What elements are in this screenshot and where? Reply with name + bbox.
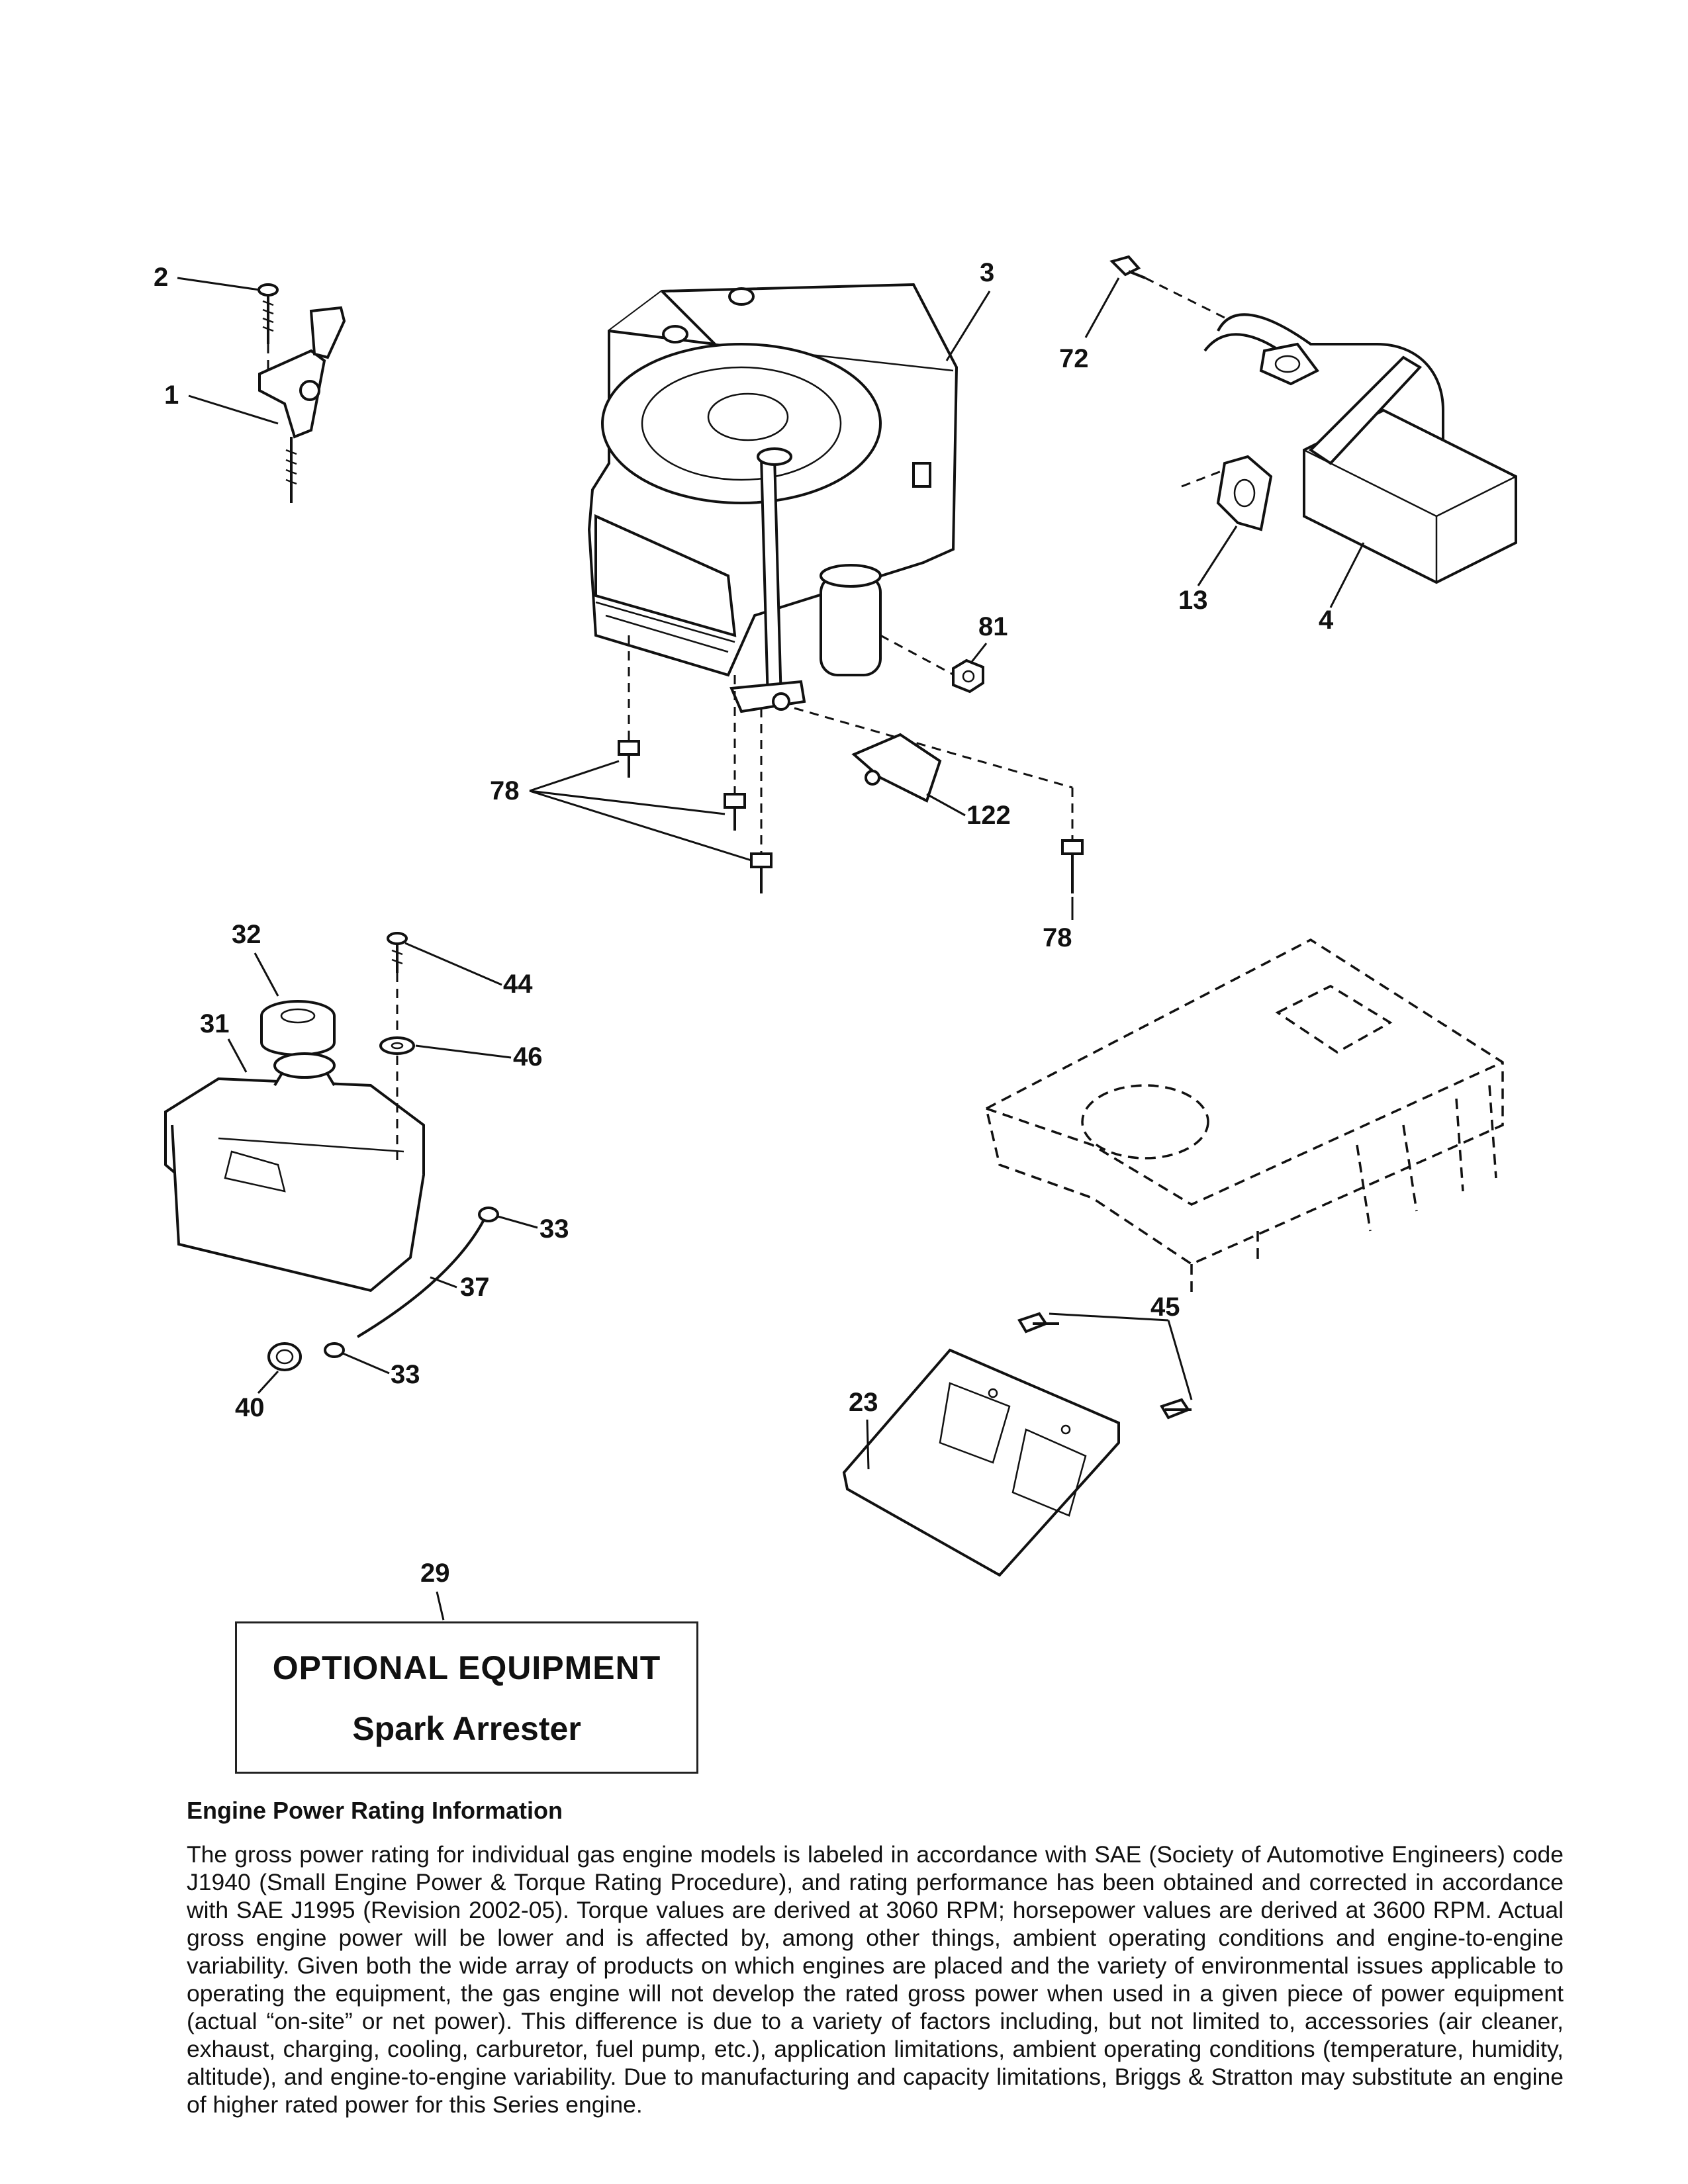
callout-31: 31 bbox=[200, 1009, 230, 1038]
throttle-control-part-1 bbox=[258, 306, 346, 503]
fuel-tank-part-31 bbox=[164, 1052, 425, 1293]
frame-reference bbox=[984, 938, 1504, 1297]
optional-equipment-box: OPTIONAL EQUIPMENT Spark Arrester bbox=[235, 1621, 698, 1774]
engine-power-info: Engine Power Rating Information The gros… bbox=[187, 1797, 1564, 2118]
callout-33-lower: 33 bbox=[391, 1360, 420, 1389]
screw-part-2 bbox=[258, 283, 279, 371]
bolts-part-45 bbox=[1017, 1312, 1192, 1420]
plate-part-23 bbox=[842, 1348, 1120, 1577]
bracket-part-122 bbox=[851, 733, 942, 803]
clamp-part-33-lower bbox=[324, 1342, 345, 1358]
parts-diagram: 2 1 3 81 122 bbox=[154, 255, 1517, 1621]
callout-78-right: 78 bbox=[1043, 923, 1072, 952]
fuel-cap-part-32 bbox=[260, 1000, 336, 1056]
callout-78-left: 78 bbox=[490, 776, 520, 805]
gasket-part-13 bbox=[1181, 455, 1273, 531]
optional-equipment-title: OPTIONAL EQUIPMENT bbox=[272, 1649, 661, 1686]
callout-1: 1 bbox=[164, 381, 179, 410]
callout-13: 13 bbox=[1178, 586, 1208, 615]
clamp-part-33-upper bbox=[478, 1206, 499, 1222]
fuel-line-part-37 bbox=[356, 1220, 485, 1338]
bolts-part-78 bbox=[618, 740, 1084, 893]
spark-arrester-label: Spark Arrester bbox=[352, 1710, 581, 1747]
bushing-part-40 bbox=[267, 1342, 302, 1371]
engine-part-3 bbox=[587, 283, 1074, 854]
callout-33-upper: 33 bbox=[539, 1214, 569, 1244]
callout-72: 72 bbox=[1059, 344, 1089, 373]
callout-44: 44 bbox=[503, 970, 533, 999]
callout-81: 81 bbox=[978, 612, 1008, 641]
callout-4: 4 bbox=[1319, 606, 1334, 635]
callout-3: 3 bbox=[980, 258, 994, 287]
callout-23: 23 bbox=[849, 1388, 878, 1417]
callout-46: 46 bbox=[513, 1042, 543, 1071]
callout-2: 2 bbox=[154, 263, 168, 292]
callout-45: 45 bbox=[1150, 1293, 1180, 1322]
screw-part-44 bbox=[387, 932, 408, 1032]
callout-122: 122 bbox=[966, 801, 1011, 830]
muffler-part-4 bbox=[1203, 313, 1517, 584]
callout-32: 32 bbox=[232, 920, 261, 949]
callout-29: 29 bbox=[420, 1559, 450, 1588]
info-heading: Engine Power Rating Information bbox=[187, 1797, 563, 1824]
callout-37: 37 bbox=[460, 1273, 490, 1302]
info-body: The gross power rating for individual ga… bbox=[187, 1841, 1564, 2118]
callout-40: 40 bbox=[235, 1393, 265, 1422]
nut-part-81 bbox=[952, 659, 984, 694]
washer-part-46 bbox=[379, 1036, 415, 1165]
bolt-part-72 bbox=[1109, 255, 1265, 339]
